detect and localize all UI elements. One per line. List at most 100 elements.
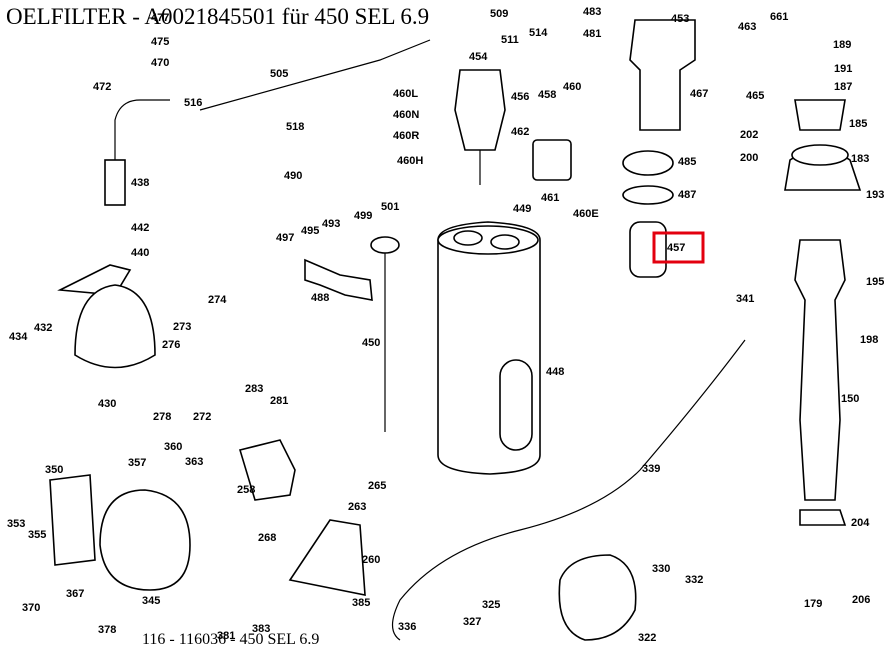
part-label: 511 — [501, 34, 519, 46]
rod-505 — [199, 39, 431, 111]
part-label: 263 — [348, 501, 366, 513]
part-label: 322 — [638, 632, 656, 644]
part-label: 363 — [185, 456, 203, 468]
part-label: 509 — [490, 8, 508, 20]
part-label: 360 — [164, 441, 182, 453]
part-label: 438 — [131, 177, 149, 189]
part-label: 461 — [541, 192, 559, 204]
diagram-footer: 116 - 116036 - 450 SEL 6.9 — [142, 631, 320, 648]
bracket-258 — [238, 439, 296, 501]
part-label: 183 — [851, 153, 869, 165]
part-label: 457 — [667, 242, 685, 254]
part-label: 453 — [671, 13, 689, 25]
part-label: 332 — [685, 574, 703, 586]
part-label: 465 — [746, 90, 764, 102]
part-label: 272 — [193, 411, 211, 423]
part-label: 448 — [546, 366, 564, 378]
part-label: 454 — [469, 51, 488, 63]
part-label: 385 — [352, 597, 370, 609]
part-label: 493 — [322, 218, 340, 230]
part-label: 432 — [34, 322, 52, 334]
part-label: 456 — [511, 91, 529, 103]
part-label: 355 — [28, 529, 46, 541]
part-label: 467 — [690, 88, 708, 100]
part-label: 378 — [98, 624, 116, 636]
part-label: 200 — [740, 152, 758, 164]
part-label: 339 — [642, 463, 660, 475]
left-cone-assembly — [57, 264, 156, 369]
part-label: 206 — [852, 594, 870, 606]
intake-tube-assembly — [784, 99, 862, 526]
part-label: 357 — [128, 457, 146, 469]
part-label: 434 — [9, 331, 28, 343]
part-label: 460 — [563, 81, 581, 93]
part-label: 518 — [286, 121, 304, 133]
part-label: 260 — [362, 554, 380, 566]
part-label: 460L — [393, 88, 418, 100]
part-label: 353 — [7, 518, 25, 530]
part-label: 463 — [738, 21, 756, 33]
oil-canister — [437, 221, 541, 475]
part-label: 505 — [270, 68, 288, 80]
part-label: 179 — [804, 598, 822, 610]
part-label: 191 — [834, 63, 852, 75]
part-label: 477 — [151, 12, 169, 24]
part-label: 475 — [151, 36, 169, 48]
part-label: 367 — [66, 588, 84, 600]
part-labels: 477 475 470 472 505 516 438 442 440 432 … — [7, 6, 884, 644]
part-label: 514 — [529, 27, 548, 39]
part-label: 481 — [583, 28, 601, 40]
part-label: 501 — [381, 201, 399, 213]
part-label: 458 — [538, 89, 556, 101]
part-label: 273 — [173, 321, 191, 333]
part-label: 462 — [511, 126, 529, 138]
part-label: 345 — [142, 595, 160, 607]
part-label: 449 — [513, 203, 531, 215]
part-label: 450 — [362, 337, 380, 349]
part-label: 460R — [393, 130, 419, 142]
bracket-260 — [288, 519, 366, 596]
highlight-box-457 — [652, 231, 705, 264]
part-label: 189 — [833, 39, 851, 51]
part-label: 265 — [368, 480, 386, 492]
filter-housing — [622, 19, 696, 278]
part-label: 281 — [270, 395, 288, 407]
part-label: 460N — [393, 109, 419, 121]
part-label: 336 — [398, 621, 416, 633]
part-label: 490 — [284, 170, 302, 182]
part-label: 370 — [22, 602, 40, 614]
part-label: 193 — [866, 189, 884, 201]
part-label: 187 — [834, 81, 852, 93]
horn — [558, 554, 637, 641]
cable-339 — [391, 339, 746, 641]
part-label: 488 — [311, 292, 329, 304]
part-label: 283 — [245, 383, 263, 395]
part-label: 516 — [184, 97, 202, 109]
bracket-488 — [304, 258, 373, 301]
part-label: 460H — [397, 155, 423, 167]
part-label: 341 — [736, 293, 754, 305]
fitting-438 — [104, 159, 126, 206]
lower-left-cone — [49, 474, 191, 591]
part-label: 495 — [301, 225, 319, 237]
part-label: 460E — [573, 208, 599, 220]
part-label: 276 — [162, 339, 180, 351]
part-label: 330 — [652, 563, 670, 575]
part-label: 442 — [131, 222, 149, 234]
part-label: 472 — [93, 81, 111, 93]
dipstick — [370, 236, 400, 432]
part-label: 258 — [237, 484, 255, 496]
part-label: 430 — [98, 398, 116, 410]
part-label: 470 — [151, 57, 169, 69]
part-label: 499 — [354, 210, 372, 222]
part-label: 483 — [583, 6, 601, 18]
part-label: 381 — [217, 630, 235, 642]
part-label: 350 — [45, 464, 63, 476]
part-label: 325 — [482, 599, 500, 611]
part-label: 268 — [258, 532, 276, 544]
part-label: 487 — [678, 189, 696, 201]
part-label: 185 — [849, 118, 867, 130]
part-label: 383 — [252, 623, 270, 635]
